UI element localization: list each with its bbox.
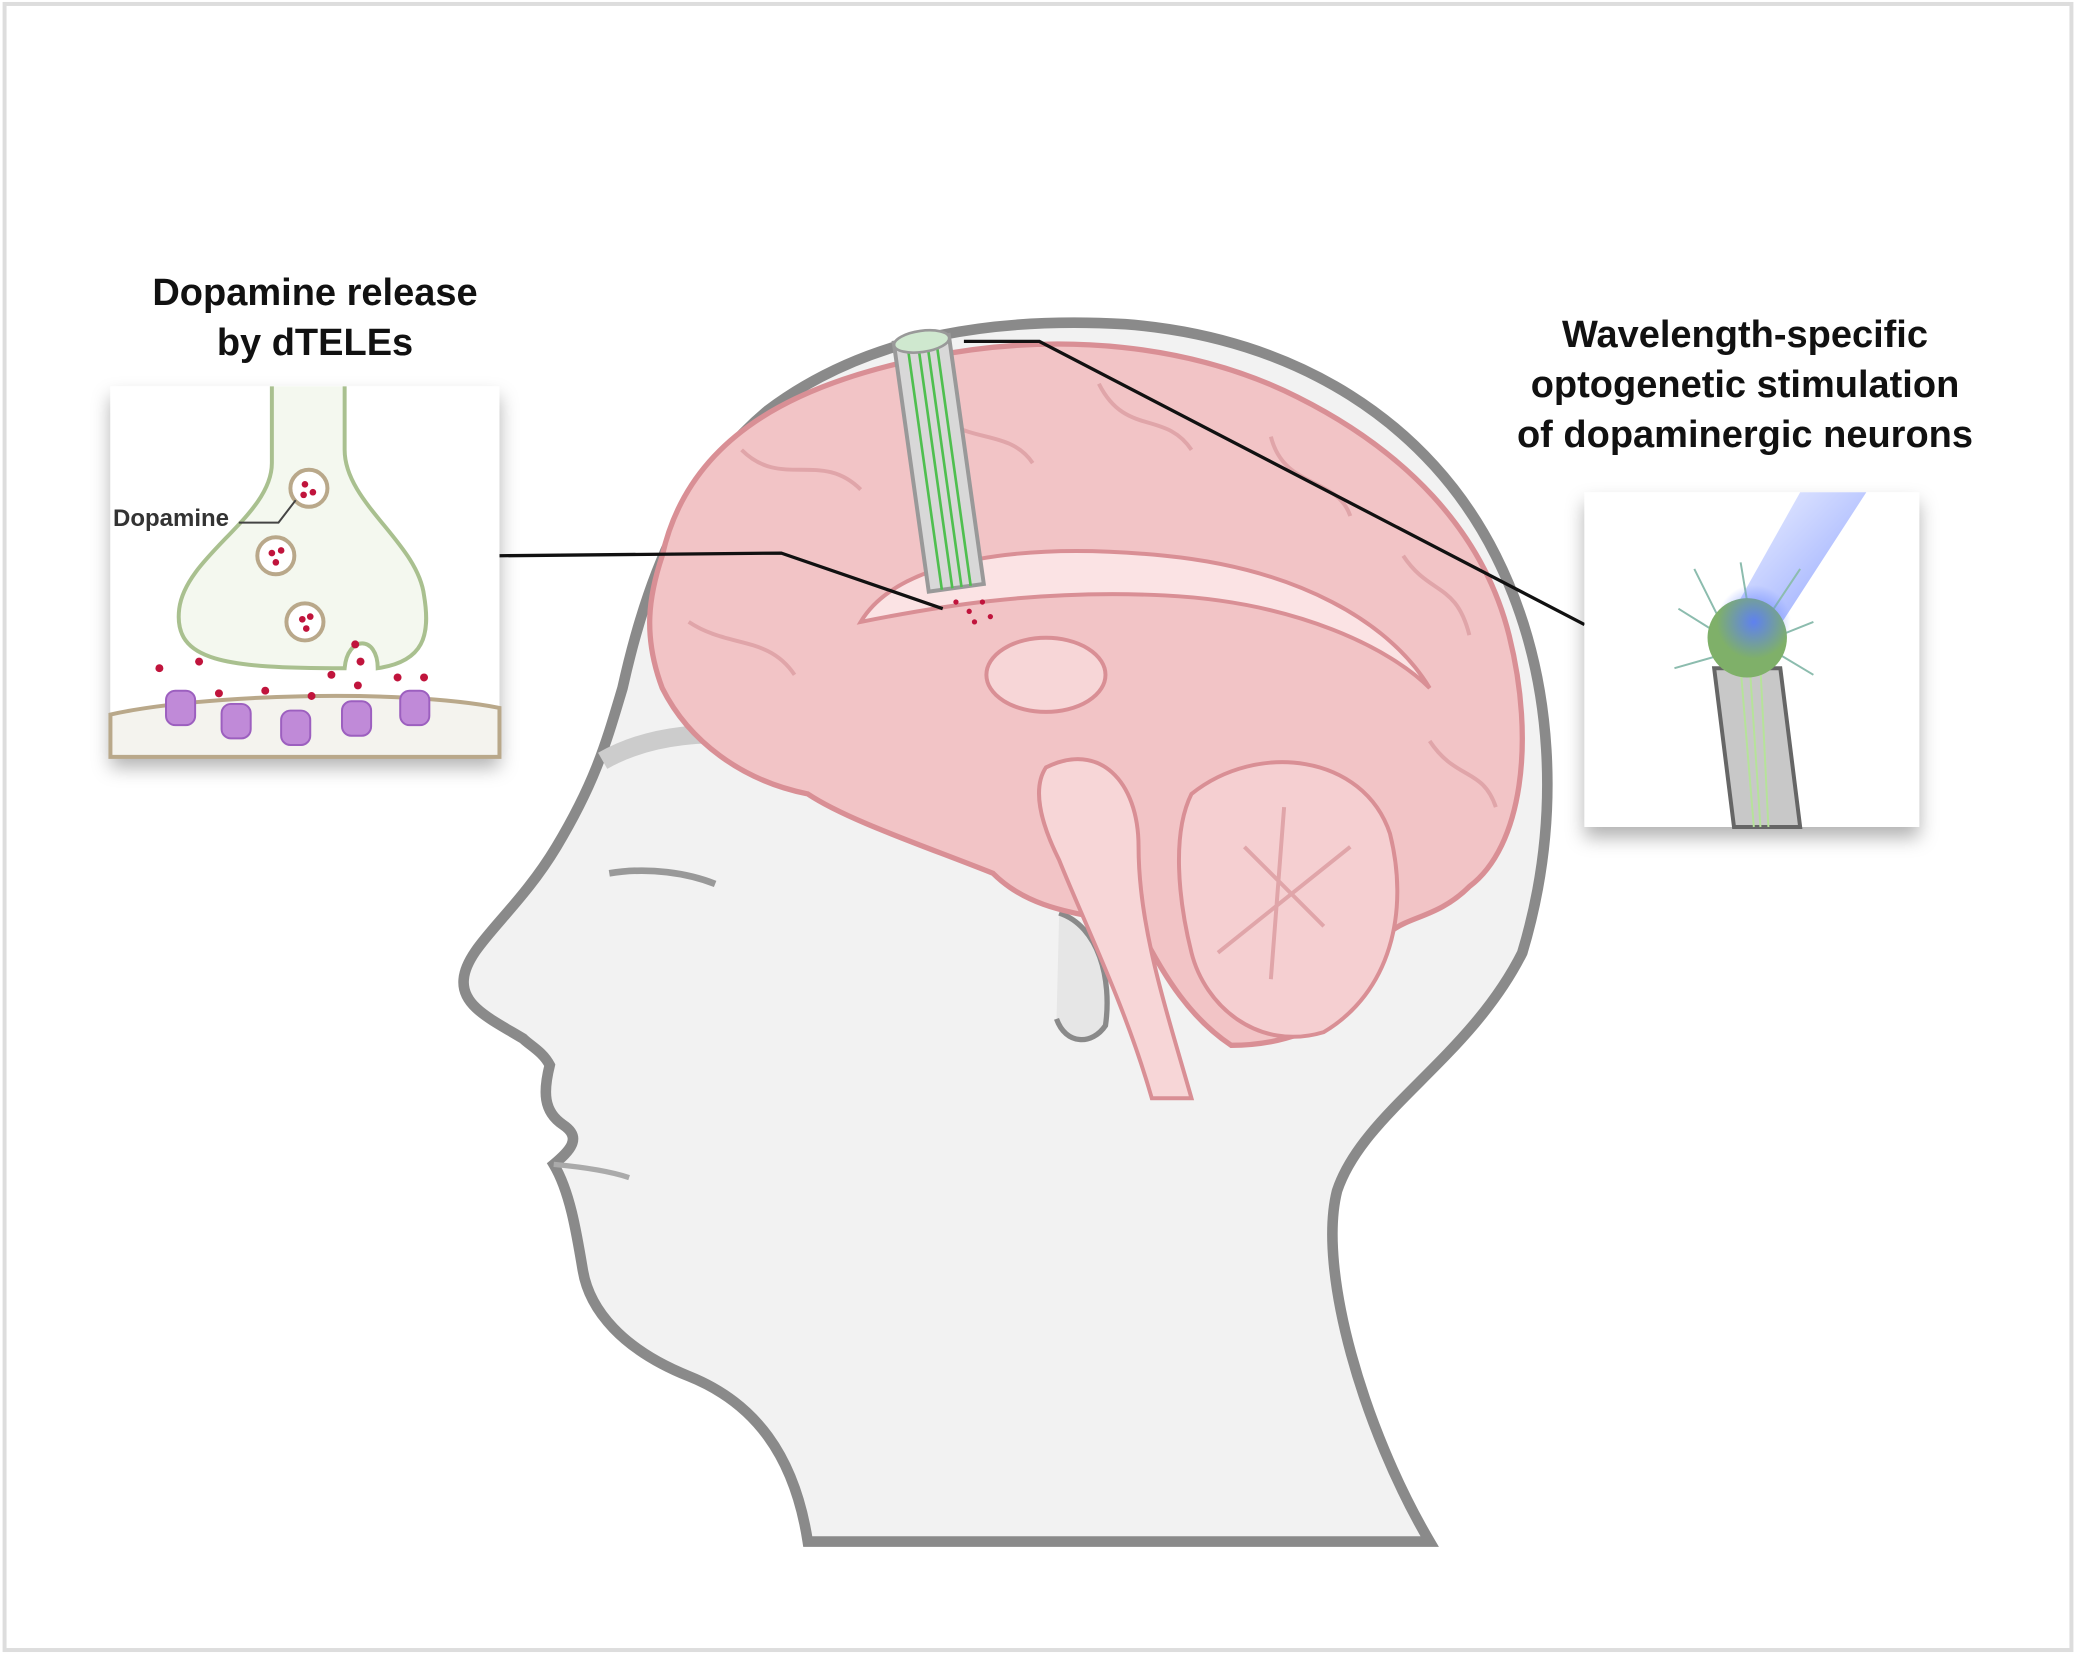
- right-title-line1: Wavelength-specific: [1561, 314, 1928, 356]
- thalamus: [984, 635, 1108, 714]
- synapse-illustration: [108, 386, 502, 759]
- lips: [553, 1161, 630, 1181]
- dopamine-pointer-line: [238, 499, 297, 524]
- ear: [1054, 910, 1110, 1043]
- right-title-line2: optogenetic stimulation: [1530, 364, 1960, 406]
- neuron-dendrites: [1674, 562, 1814, 676]
- left-connector-line: [499, 551, 944, 611]
- dopamine-release-dots: [953, 599, 994, 625]
- blue-light-spot: [1716, 584, 1791, 659]
- left-title-line1: Dopamine release: [152, 272, 478, 314]
- left-title-line2: by dTELEs: [216, 322, 414, 364]
- cerebellum: [1176, 760, 1400, 1039]
- presynaptic-terminal: [176, 386, 429, 671]
- left-panel-title: Dopamine release by dTELEs: [100, 268, 530, 368]
- dopamine-receptors: [165, 689, 431, 746]
- eye: [608, 867, 717, 887]
- optogenetic-illustration: [1674, 492, 1867, 829]
- dopamine-label: Dopamine: [113, 505, 230, 532]
- corpus-callosum: [856, 549, 1432, 690]
- brainstem: [1037, 757, 1195, 1101]
- right-panel-title: Wavelength-specific optogenetic stimulat…: [1470, 310, 2020, 460]
- optical-fiber-electrode: [891, 328, 987, 594]
- right-connector-line: [963, 339, 1586, 627]
- right-title-line3: of dopaminergic neurons: [1516, 414, 1974, 456]
